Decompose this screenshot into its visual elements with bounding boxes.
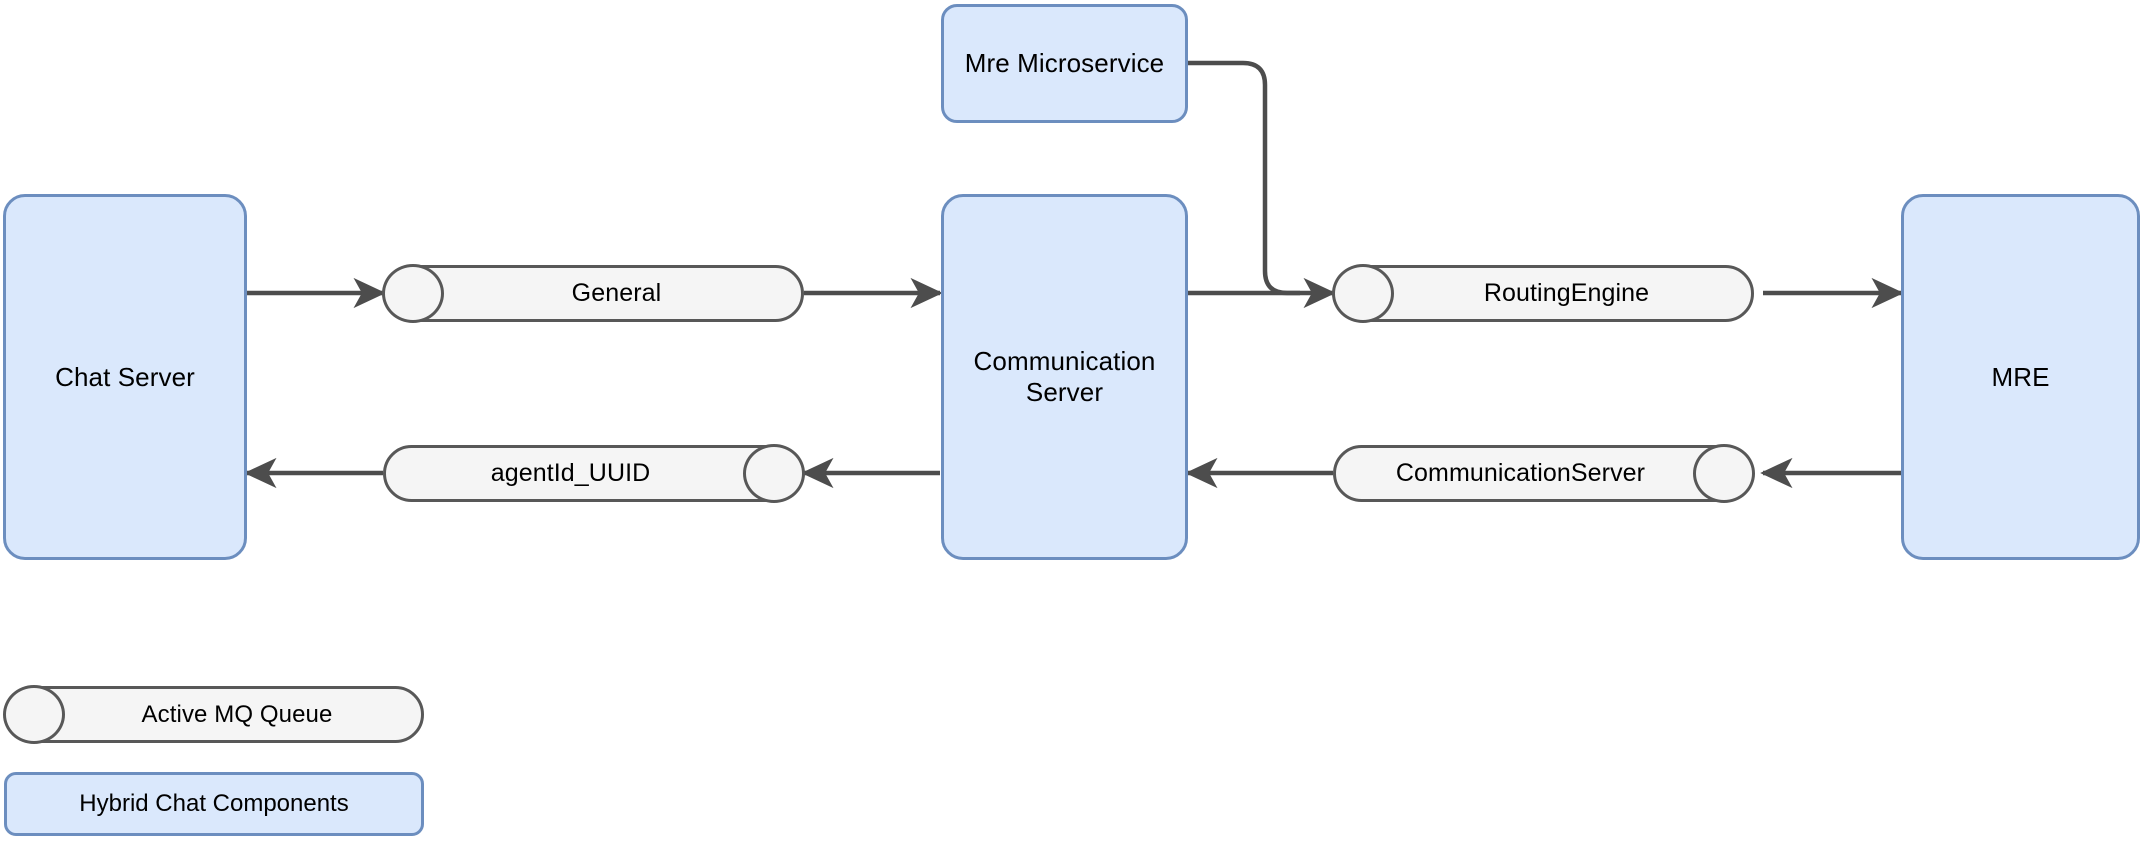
queue-general-knob-icon: [382, 264, 444, 323]
component-communication-server[interactable]: Communication Server: [941, 194, 1188, 560]
legend-item-hybrid-chat-components[interactable]: Hybrid Chat Components: [4, 772, 424, 836]
component-chat-server[interactable]: Chat Server: [3, 194, 247, 560]
queue-agentid-uuid[interactable]: agentId_UUID: [383, 444, 805, 503]
queue-agentid-uuid-label: agentId_UUID: [490, 459, 651, 487]
legend-active-mq-queue-capsule: [4, 686, 424, 743]
component-mre-microservice-label: Mre Microservice: [964, 48, 1165, 79]
legend-hybrid-chat-components-label: Hybrid Chat Components: [79, 790, 349, 817]
legend-active-mq-queue-knob-icon: [3, 685, 65, 744]
queue-routing-engine-knob-icon: [1332, 264, 1394, 323]
queue-general-label: General: [571, 279, 662, 307]
queue-agentid-uuid-knob-icon: [743, 444, 805, 503]
queue-communication-server[interactable]: CommunicationServer: [1333, 444, 1755, 503]
component-communication-server-label-line1: Communication: [973, 346, 1156, 377]
legend-active-mq-queue-label: Active MQ Queue: [141, 700, 333, 728]
queue-agentid-uuid-capsule: [383, 445, 804, 502]
component-mre-label: MRE: [1991, 361, 2050, 392]
queue-communication-server-capsule: [1333, 445, 1754, 502]
component-communication-server-label-line2: Server: [1025, 377, 1104, 407]
legend-item-active-mq-queue[interactable]: Active MQ Queue: [3, 685, 424, 744]
queue-communication-server-label: CommunicationServer: [1395, 459, 1646, 487]
queue-communication-server-knob-icon: [1693, 444, 1755, 503]
queue-general[interactable]: General: [382, 264, 804, 323]
edge-mre-microservice-to-routing-engine: [1188, 60, 1300, 296]
queue-routing-engine-label: RoutingEngine: [1483, 279, 1650, 307]
component-mre-microservice[interactable]: Mre Microservice: [941, 4, 1188, 123]
queue-routing-engine[interactable]: RoutingEngine: [1332, 264, 1754, 323]
queue-general-capsule: [383, 265, 804, 322]
component-mre[interactable]: MRE: [1901, 194, 2140, 560]
component-chat-server-label: Chat Server: [55, 361, 195, 392]
